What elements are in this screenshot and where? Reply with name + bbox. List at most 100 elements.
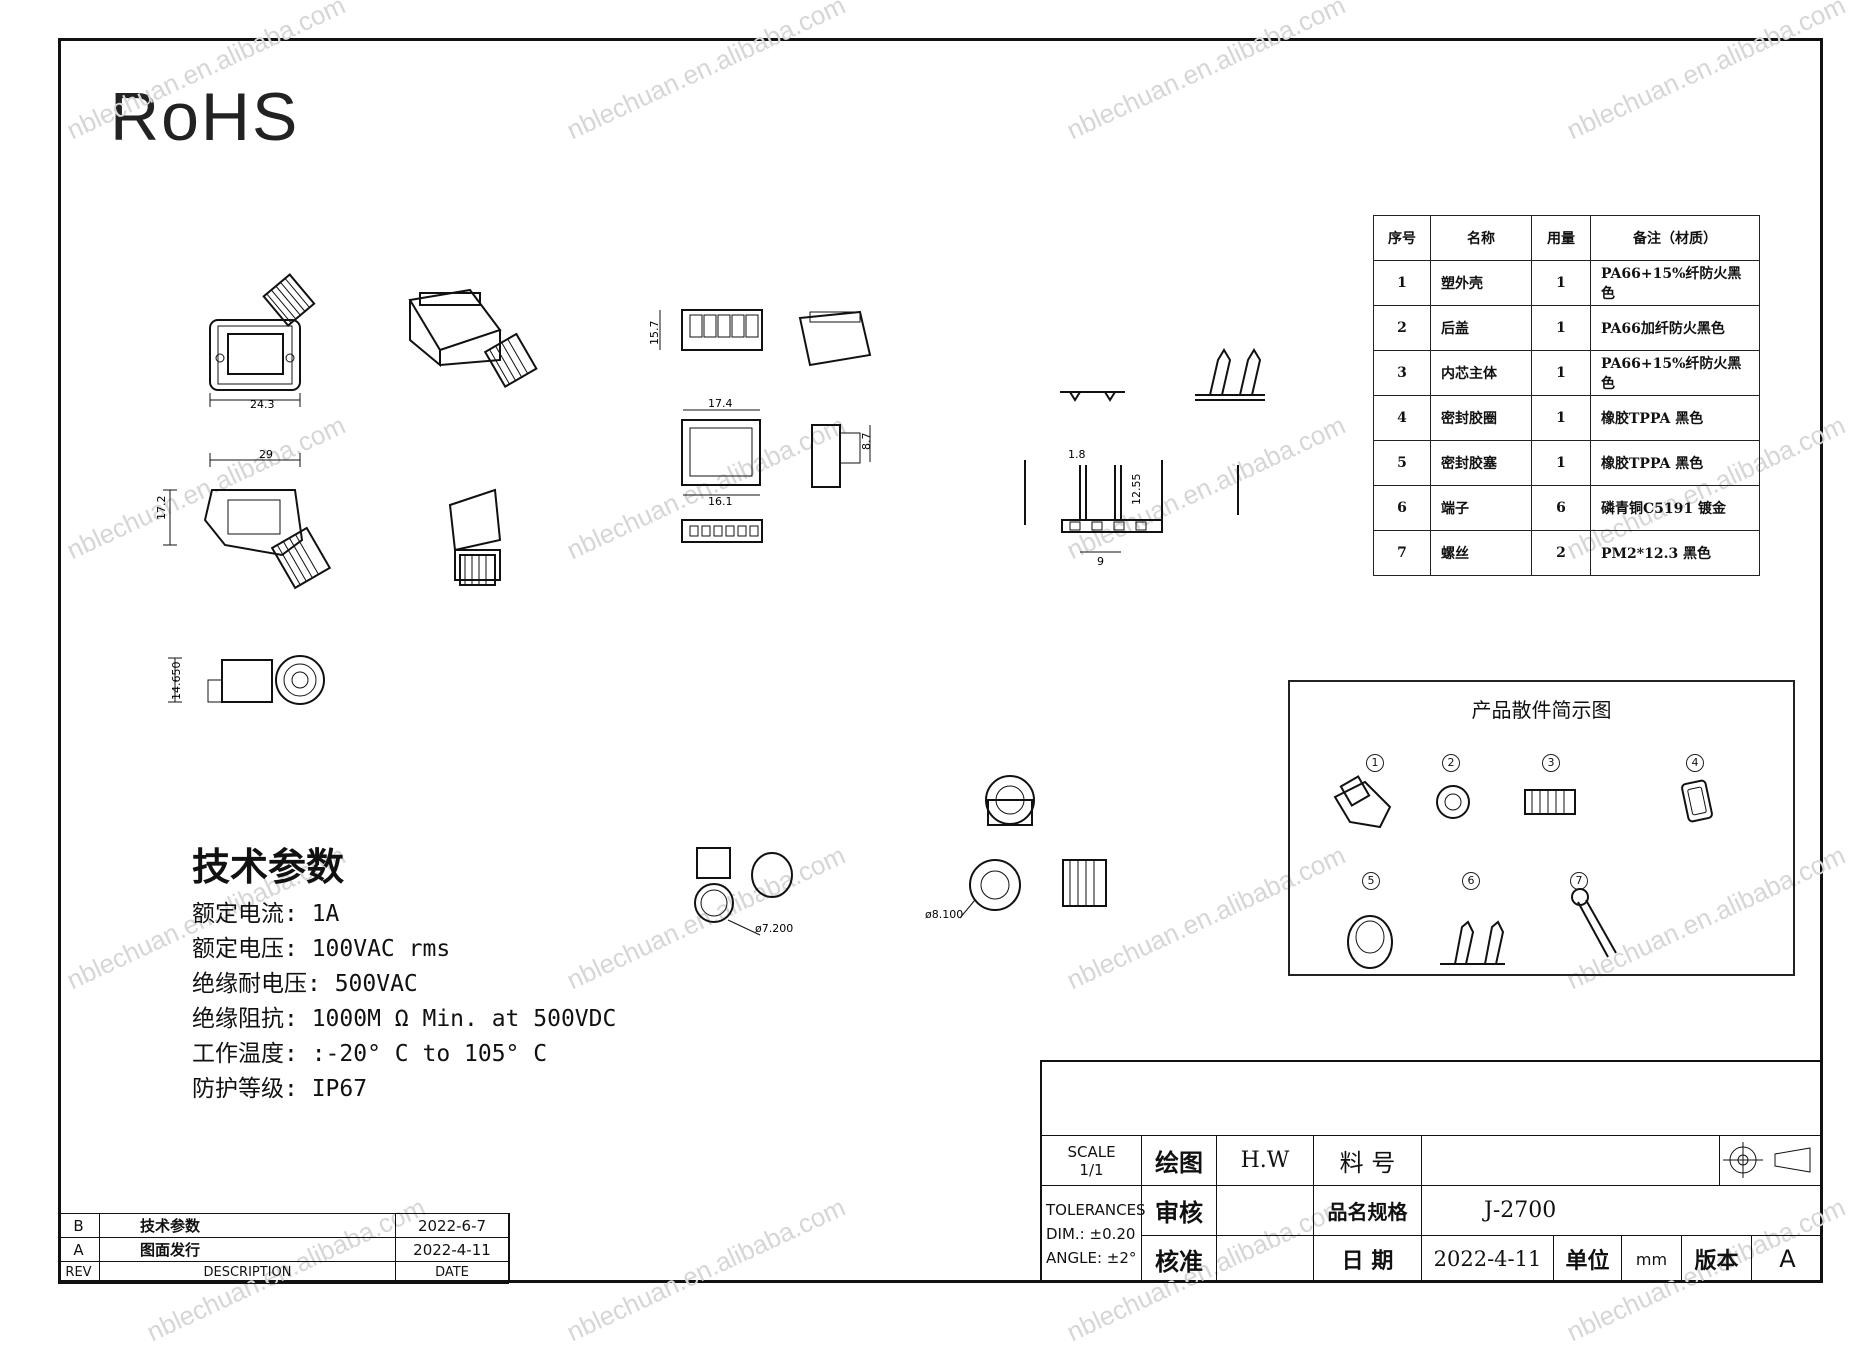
dimension-14-650: 14.650 [170, 662, 183, 701]
connector-front-view [209, 273, 316, 407]
dimension-17-4: 17.4 [708, 397, 733, 410]
params-title: 技术参数 [192, 844, 345, 889]
part-number: 2 [1442, 754, 1460, 772]
cell-no: 7 [1373, 530, 1431, 576]
drawn-label: 绘图 [1142, 1136, 1217, 1186]
header-name: 名称 [1430, 215, 1532, 261]
tolerances-cell: TOLERANCES DIM.: ±0.20 ANGLE: ±2° [1042, 1186, 1146, 1283]
cell-no: 5 [1373, 440, 1431, 486]
part-number: 3 [1542, 754, 1560, 772]
param-row: 额定电流: 1A [192, 901, 340, 927]
revision-block: B 技术参数 2022-6-7 A 图面发行 2022-4-11 REV DES… [58, 1213, 510, 1284]
cell-name: 密封胶塞 [1430, 440, 1532, 486]
rev-header: REV [58, 1262, 100, 1284]
rohs-mark: RoHS [110, 79, 300, 155]
rev-desc: 技术参数 [100, 1214, 396, 1238]
scale-value: 1/1 [1079, 1160, 1104, 1179]
param-row: 工作温度: :-20° C to 105° C [192, 1041, 548, 1067]
table-row: 5 密封胶塞 1 橡胶TPPA 黑色 [1373, 440, 1760, 486]
rev-date: 2022-4-11 [396, 1238, 509, 1262]
date-header: DATE [396, 1262, 509, 1284]
date-label: 日 期 [1314, 1236, 1422, 1283]
part-number: 4 [1686, 754, 1704, 772]
cell-qty: 1 [1531, 350, 1591, 396]
cell-note: 磷青铜C5191 镀金 [1590, 485, 1760, 531]
cell-name: 内芯主体 [1430, 350, 1532, 396]
part-no-value [1422, 1136, 1720, 1186]
cell-note: 橡胶TPPA 黑色 [1590, 395, 1760, 441]
projection-symbol [1723, 1142, 1811, 1178]
dimension-1-8: 1.8 [1068, 448, 1086, 461]
table-row: 6 端子 6 磷青铜C5191 镀金 [1373, 485, 1760, 531]
projection-cell [1720, 1136, 1823, 1186]
dim-tolerance: DIM.: ±0.20 [1046, 1225, 1136, 1243]
cell-no: 6 [1373, 485, 1431, 531]
cell-qty: 1 [1531, 395, 1591, 441]
param-row: 绝缘阻抗: 1000M Ω Min. at 500VDC [192, 1006, 617, 1032]
check-label: 审核 [1142, 1186, 1217, 1236]
parts-sketches [1333, 775, 1713, 969]
bom-header: 序号 名称 用量 备注（材质） [1373, 215, 1760, 261]
desc-header: DESCRIPTION [100, 1262, 396, 1284]
bom-table: 序号 名称 用量 备注（材质） 1 塑外壳 1 PA66+15%纤防火黑色 2 … [1373, 215, 1760, 576]
connector-top-view [163, 453, 332, 590]
drawn-value: H.W [1217, 1136, 1314, 1186]
title-block-blank [1042, 1062, 1823, 1136]
part-no-label: 料 号 [1314, 1136, 1422, 1186]
table-row: 1 塑外壳 1 PA66+15%纤防火黑色 [1373, 260, 1760, 306]
dimension-24-3: 24.3 [250, 398, 275, 411]
cell-name: 端子 [1430, 485, 1532, 531]
param-row: 额定电压: 100VAC rms [192, 936, 451, 962]
angle-tolerance: ANGLE: ±2° [1046, 1249, 1137, 1267]
dimension-15-7: 15.7 [648, 321, 661, 346]
cell-note: PA66+15%纤防火黑色 [1590, 260, 1760, 306]
cell-qty: 6 [1531, 485, 1591, 531]
unit-label: 单位 [1554, 1236, 1622, 1283]
cell-name: 后盖 [1430, 305, 1532, 351]
cell-note: 橡胶TPPA 黑色 [1590, 440, 1760, 486]
housing-views [659, 309, 872, 543]
cell-name: 密封胶圈 [1430, 395, 1532, 441]
rev-code: B [58, 1214, 100, 1238]
cell-note: PM2*12.3 黑色 [1590, 530, 1760, 576]
version-label: 版本 [1682, 1236, 1752, 1283]
check-value [1217, 1186, 1314, 1236]
header-no: 序号 [1373, 215, 1431, 261]
tech-params: 技术参数 额定电流: 1A 额定电压: 100VAC rms 绝缘耐电压: 50… [192, 836, 616, 1107]
unit-value: mm [1622, 1236, 1682, 1283]
rev-date: 2022-6-7 [396, 1214, 509, 1238]
connector-side-view [168, 655, 325, 705]
cell-qty: 1 [1531, 305, 1591, 351]
param-row: 防护等级: IP67 [192, 1076, 368, 1102]
cell-note: PA66+15%纤防火黑色 [1590, 350, 1760, 396]
connector-iso-view [408, 288, 538, 389]
header-note: 备注（材质） [1590, 215, 1760, 261]
param-row: 绝缘耐电压: 500VAC [192, 971, 418, 997]
part-number: 6 [1462, 872, 1480, 890]
header-qty: 用量 [1531, 215, 1591, 261]
cell-qty: 1 [1531, 260, 1591, 306]
date-value: 2022-4-11 [1422, 1236, 1554, 1283]
rev-desc: 图面发行 [100, 1238, 396, 1262]
dimension-7-200: ø7.200 [755, 922, 793, 935]
table-row: 7 螺丝 2 PM2*12.3 黑色 [1373, 530, 1760, 576]
seal-parts [694, 775, 1107, 936]
tolerances-label: TOLERANCES [1046, 1201, 1146, 1219]
table-row: 2 后盖 1 PA66加纤防火黑色 [1373, 305, 1760, 351]
cell-no: 4 [1373, 395, 1431, 441]
cell-no: 2 [1373, 305, 1431, 351]
cell-no: 1 [1373, 260, 1431, 306]
terminal-views [1024, 348, 1265, 553]
part-number: 5 [1362, 872, 1380, 890]
scale-cell: SCALE 1/1 [1042, 1136, 1142, 1186]
drawing-frame [58, 38, 1823, 1283]
cell-name: 塑外壳 [1430, 260, 1532, 306]
table-row: 3 内芯主体 1 PA66+15%纤防火黑色 [1373, 350, 1760, 396]
title-block: SCALE 1/1 绘图 H.W 料 号 TOLERANCES DIM.: ±0… [1040, 1060, 1823, 1283]
dimension-16-1: 16.1 [708, 495, 733, 508]
product-value: J-2700 [1422, 1186, 1823, 1236]
dimension-8-7: 8.7 [860, 433, 873, 451]
dimension-8-100: ø8.100 [925, 908, 963, 921]
dimension-9: 9 [1097, 555, 1104, 568]
scale-label: SCALE [1067, 1142, 1116, 1161]
